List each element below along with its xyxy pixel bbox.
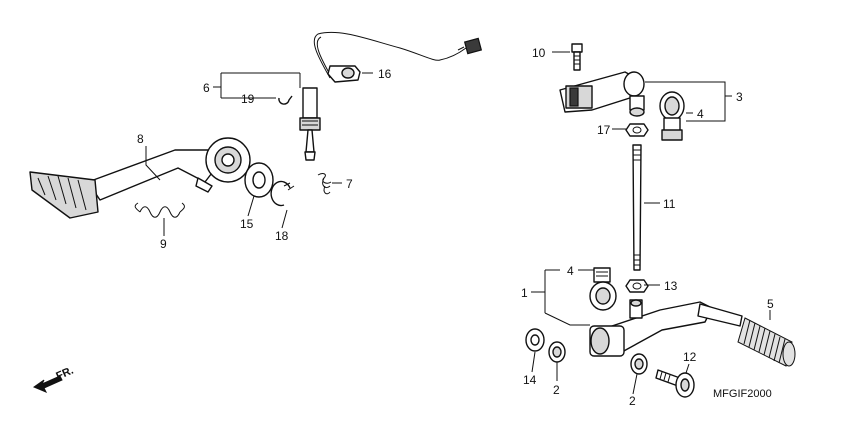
callout-9: 9: [160, 237, 167, 251]
callout-5: 5: [767, 297, 774, 311]
callout-8: 8: [137, 132, 144, 146]
callout-4-lower: 4: [567, 264, 574, 278]
callout-10: 10: [532, 46, 546, 60]
figure-code: MFGIF2000: [713, 388, 772, 400]
joint-4-upper: [659, 91, 685, 141]
callout-17: 17: [597, 123, 611, 137]
switch-spring-7: [317, 173, 332, 195]
return-spring-9: [134, 202, 185, 218]
callout-11: 11: [663, 197, 676, 211]
callout-3: 3: [736, 90, 743, 104]
circlip-18: [270, 180, 295, 207]
callout-2-left: 2: [553, 383, 560, 397]
callout-1: 1: [521, 286, 528, 300]
leader-lines: [145, 51, 771, 395]
shift-pedal-1: [589, 299, 743, 357]
callout-7: 7: [346, 177, 353, 191]
callout-4-upper: 4: [697, 107, 704, 121]
front-arrow-icon: [32, 375, 63, 393]
front-direction-label: FR.: [54, 365, 75, 383]
callout-2-right: 2: [629, 394, 636, 408]
bolt-10: [571, 43, 583, 71]
callout-19: 19: [241, 92, 255, 106]
nut-13: [625, 279, 649, 293]
washer-14: [525, 328, 545, 352]
brake-pedal-arm: [29, 137, 251, 219]
pivot-bolt-12: [655, 369, 695, 398]
brake-switch-6: [299, 31, 483, 161]
callout-14: 14: [523, 373, 537, 387]
clip-19: [278, 95, 293, 105]
shift-rubber-5: [737, 317, 796, 367]
callout-13: 13: [664, 279, 678, 293]
clip-16: [327, 65, 361, 83]
washer-2-left: [548, 341, 566, 363]
callout-15: 15: [240, 217, 254, 231]
nut-17: [625, 123, 649, 137]
callout-18: 18: [275, 229, 289, 243]
washer-15: [244, 162, 274, 198]
shift-arm-3: [559, 71, 645, 117]
joint-4-lower: [589, 267, 617, 311]
callout-12: 12: [683, 350, 697, 364]
callout-6: 6: [203, 81, 210, 95]
callout-16: 16: [378, 67, 392, 81]
washer-2-right: [630, 353, 648, 375]
tie-rod-11: [632, 144, 642, 271]
